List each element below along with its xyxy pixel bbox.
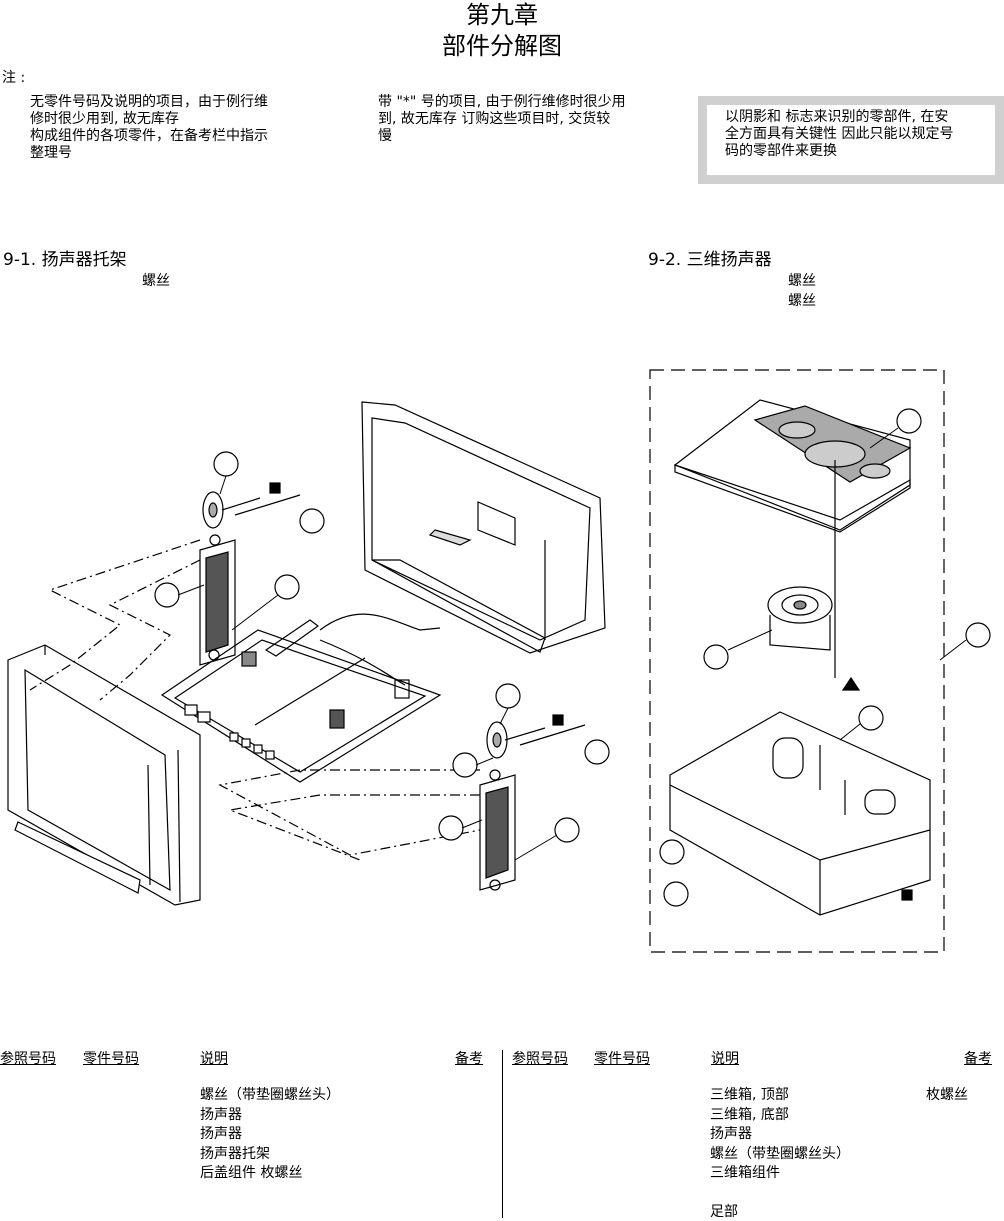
note-line: 以阴影和 标志来识别的零部件, 在安 bbox=[725, 109, 949, 125]
parts-table-right: 参照号码 零件号码 说明 备考 三维箱, 顶部 三维箱, 底部 扬声器 螺丝（带… bbox=[512, 1050, 1002, 1221]
header-description: 说明 bbox=[200, 1051, 228, 1067]
note-line: 带 "*" 号的项目, 由于例行维修时很少用 bbox=[378, 94, 626, 110]
header-ref-number: 参照号码 bbox=[512, 1051, 568, 1067]
speaker-bracket-exploded-diagram bbox=[7, 401, 610, 906]
note-line: 整理号 bbox=[30, 145, 72, 161]
table-row: 扬声器 bbox=[710, 1126, 752, 1142]
table-row: 螺丝（带垫圈螺丝头） bbox=[710, 1145, 850, 1162]
remark-screws: 枚螺丝 bbox=[926, 1087, 968, 1103]
note-line: 构成组件的各项零件，在备考栏中指示 bbox=[30, 128, 268, 144]
3d-speaker-exploded-diagram bbox=[649, 369, 991, 953]
reference-circles bbox=[659, 408, 991, 907]
description-list: 三维箱, 顶部 三维箱, 底部 扬声器 螺丝（带垫圈螺丝头） 三维箱组件 足部 bbox=[710, 1086, 930, 1221]
page-title: 部件分解图 bbox=[442, 32, 562, 60]
note-line: 无零件号码及说明的项目，由于例行维 bbox=[30, 94, 268, 110]
table-row: 后盖组件 枚螺丝 bbox=[200, 1165, 303, 1181]
section-1-screw-label: 螺丝 bbox=[142, 273, 170, 289]
table-row bbox=[710, 1184, 930, 1204]
section-2-screw-label-1: 螺丝 bbox=[788, 273, 816, 289]
note-line: 慢 bbox=[378, 128, 392, 144]
chapter-title: 第九章 bbox=[466, 1, 538, 29]
description-list: 螺丝（带垫圈螺丝头） 扬声器 扬声器 扬声器托架 后盖组件 枚螺丝 bbox=[200, 1086, 480, 1184]
leader-lines bbox=[727, 427, 967, 741]
header-part-number: 零件号码 bbox=[594, 1051, 650, 1067]
table-row: 螺丝（带垫圈螺丝头） bbox=[200, 1087, 340, 1103]
table-row: 三维箱组件 bbox=[710, 1165, 780, 1181]
section-2-title: 9-2. 三维扬声器 bbox=[648, 250, 772, 270]
table-row: 三维箱, 顶部 bbox=[710, 1087, 789, 1103]
table-row: 三维箱, 底部 bbox=[710, 1106, 789, 1123]
note-line: 码的零部件来更换 bbox=[725, 143, 837, 159]
crt-cabinet bbox=[361, 401, 606, 654]
assembly-boundary bbox=[649, 369, 945, 953]
table-row: 扬声器 bbox=[200, 1126, 242, 1142]
3d-box-top bbox=[673, 399, 912, 533]
critical-part-triangle-marker bbox=[841, 676, 861, 691]
leader-lines bbox=[177, 475, 558, 861]
note-line: 修时很少用到, 故无库存 bbox=[30, 111, 179, 127]
3d-speaker-unit bbox=[767, 586, 833, 651]
parts-table-left: 参照号码 零件号码 说明 备考 螺丝（带垫圈螺丝头） 扬声器 扬声器 扬声器托架… bbox=[0, 1050, 490, 1221]
right-speaker-assembly bbox=[479, 721, 586, 891]
section-2-screw-label-2: 螺丝 bbox=[788, 293, 816, 309]
header-description: 说明 bbox=[711, 1051, 739, 1067]
critical-part-square-marker bbox=[901, 889, 913, 901]
header-remarks: 备考 bbox=[455, 1051, 483, 1067]
assembly-guide-lines bbox=[29, 539, 481, 861]
critical-part-square-marker bbox=[552, 714, 564, 726]
table-row: 足部 bbox=[710, 1204, 738, 1220]
header-part-number: 零件号码 bbox=[83, 1051, 139, 1067]
table-row: 扬声器 bbox=[200, 1106, 242, 1123]
section-1-title: 9-1. 扬声器托架 bbox=[3, 250, 127, 270]
left-speaker-assembly bbox=[199, 491, 301, 666]
table-divider bbox=[502, 1050, 503, 1218]
tv-front-cabinet bbox=[7, 644, 201, 906]
critical-part-square-marker bbox=[269, 482, 281, 494]
header-remarks: 备考 bbox=[964, 1051, 992, 1067]
notes-column-2: 带 "*" 号的项目, 由于例行维修时很少用 到, 故无库存 订购这些项目时, … bbox=[378, 94, 678, 145]
main-chassis-board bbox=[160, 613, 442, 783]
3d-box-bottom bbox=[669, 711, 931, 916]
notes-label: 注 : bbox=[2, 70, 26, 86]
header-ref-number: 参照号码 bbox=[0, 1051, 56, 1067]
note-line: 全方面具有关键性 因此只能以规定号 bbox=[725, 126, 954, 142]
notes-column-1: 无零件号码及说明的项目，由于例行维 修时很少用到, 故无库存 构成组件的各项零件… bbox=[30, 94, 330, 162]
note-line: 到, 故无库存 订购这些项目时, 交货较 bbox=[378, 111, 611, 127]
table-row: 扬声器托架 bbox=[200, 1145, 270, 1162]
reference-circles bbox=[154, 451, 610, 843]
safety-notice-text: 以阴影和 标志来识别的零部件, 在安 全方面具有关键性 因此只能以规定号 码的零… bbox=[707, 105, 995, 175]
safety-notice-box: 以阴影和 标志来识别的零部件, 在安 全方面具有关键性 因此只能以规定号 码的零… bbox=[698, 96, 1004, 184]
